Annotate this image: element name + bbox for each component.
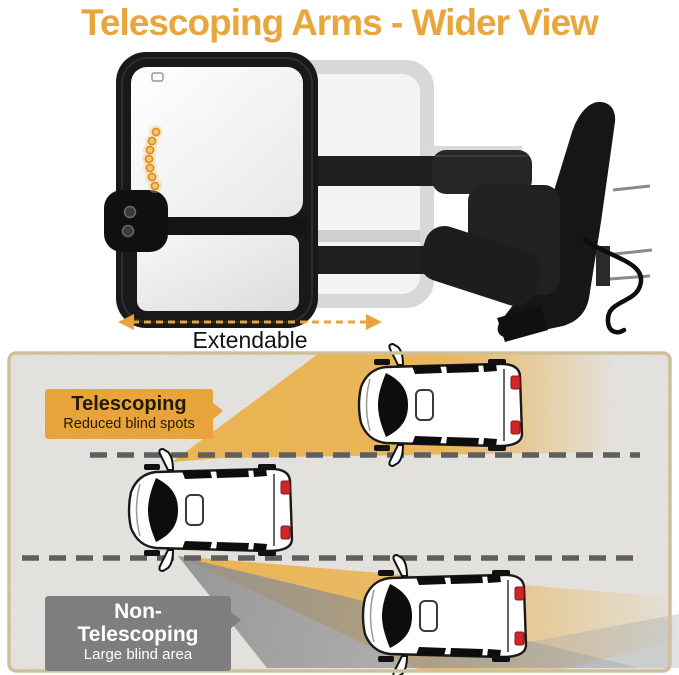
mirror-glass-main (131, 67, 303, 217)
extendable-double-arrow-icon (118, 314, 382, 330)
non-telescoping-badge-subtitle: Large blind area (83, 646, 193, 664)
wiring-harness (582, 237, 644, 335)
telescoping-arms (310, 150, 560, 306)
page-title: Telescoping Arms - Wider View (81, 2, 599, 43)
telescoping-badge: Telescoping Reduced blind spots (45, 389, 223, 440)
towing-mirror-photo (104, 52, 653, 342)
non-telescoping-badge: Non-Telescoping Large blind area (45, 596, 241, 671)
mirror-defrost-icon (151, 72, 164, 82)
non-telescoping-badge-title: Non-Telescoping (77, 600, 199, 646)
mirror-head (104, 52, 318, 328)
turn-signal-led-strip-icon (142, 125, 163, 193)
mirror-glass-spotter (137, 235, 299, 311)
telescoping-badge-subtitle: Reduced blind spots (63, 415, 195, 432)
telescoping-badge-title: Telescoping (71, 393, 187, 415)
extendable-label: Extendable (192, 327, 308, 353)
